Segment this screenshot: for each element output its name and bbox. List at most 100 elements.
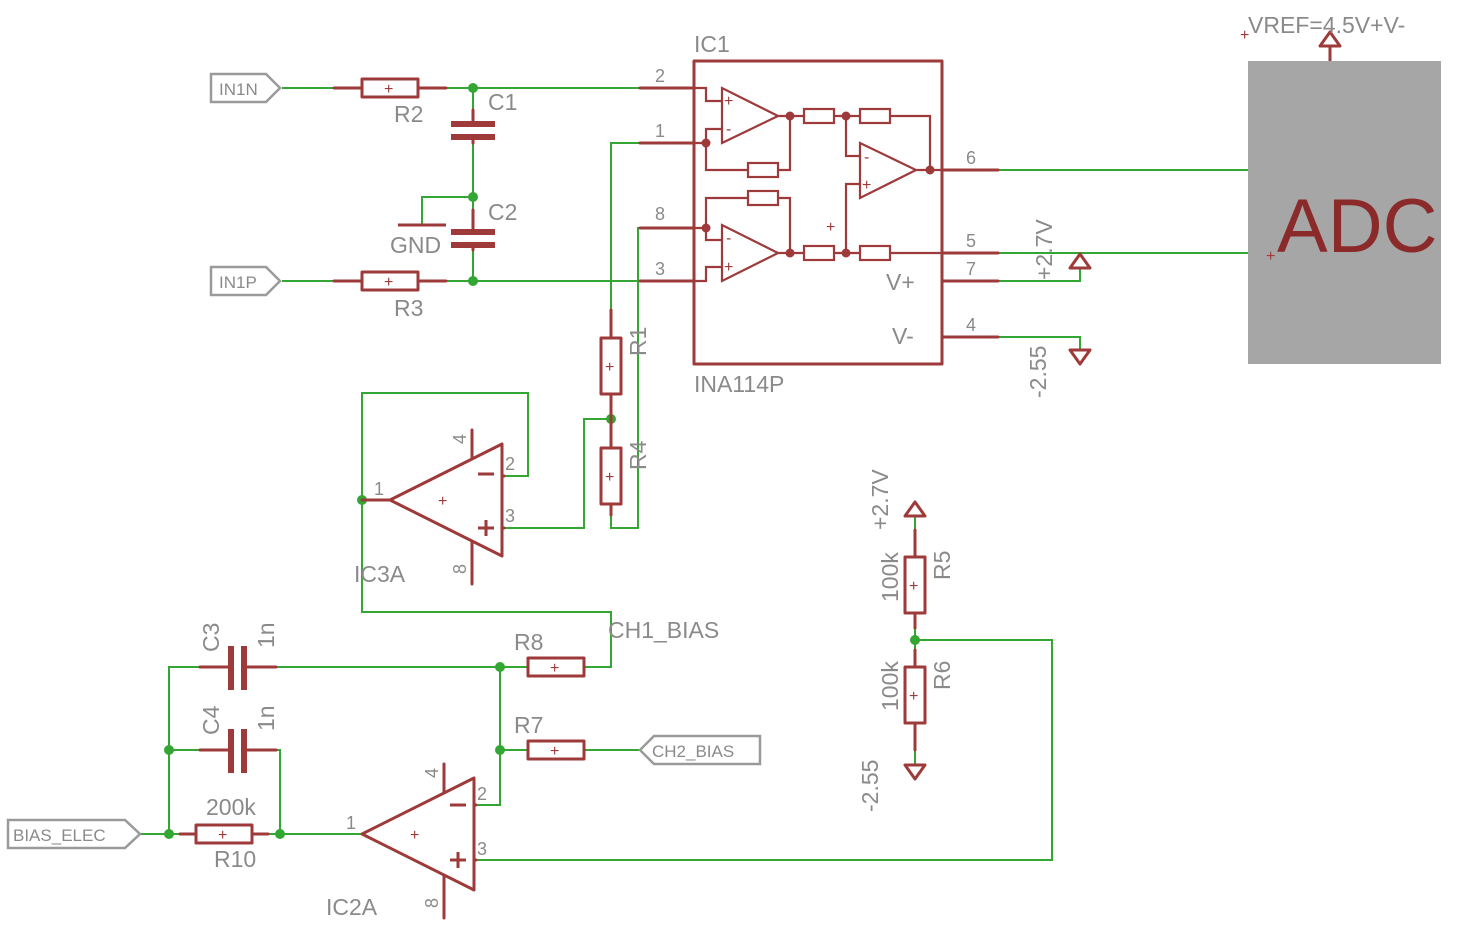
rail-neg-label-divider: -2.55 xyxy=(857,760,883,812)
port-in1p: IN1P xyxy=(209,265,282,297)
svg-text:+: + xyxy=(550,660,559,677)
pin-number: 3 xyxy=(655,259,665,279)
supply-pos-divider xyxy=(903,500,927,518)
ic2a-label: IC2A xyxy=(326,894,378,920)
pin-number: 1 xyxy=(346,813,356,833)
svg-text:+: + xyxy=(1266,248,1275,265)
port-in1n: IN1N xyxy=(209,72,282,104)
ic3a-opamp: + xyxy=(360,428,506,586)
svg-text:-: - xyxy=(726,230,731,247)
adc-label: ADC xyxy=(1277,184,1437,269)
rail-pos-label: +2.7V xyxy=(1031,219,1057,280)
pin-number: 8 xyxy=(450,564,470,574)
r1-label: R1 xyxy=(625,327,651,356)
svg-text:-: - xyxy=(864,149,869,166)
gnd-label: GND xyxy=(390,232,441,258)
junction-dot xyxy=(910,635,920,645)
capacitor-c2 xyxy=(451,208,495,252)
resistor-r3: + xyxy=(332,270,448,292)
c3-label: C3 xyxy=(198,623,224,652)
resistor-r5: + xyxy=(903,528,927,630)
svg-text:+: + xyxy=(384,274,393,291)
pin-number: 4 xyxy=(966,315,976,335)
pin-number: 1 xyxy=(655,121,665,141)
vplus-label: V+ xyxy=(886,269,915,295)
ic2a-opamp: + xyxy=(360,762,478,920)
r10-value-label: 200k xyxy=(206,794,256,820)
svg-text:+: + xyxy=(909,578,918,595)
supply-pos-ic1 xyxy=(1068,252,1092,270)
capacitor-c1 xyxy=(451,108,495,145)
resistor-r2: + xyxy=(332,77,448,99)
svg-text:+: + xyxy=(410,827,419,844)
svg-text:+: + xyxy=(550,743,559,760)
c1-label: C1 xyxy=(488,89,517,115)
wires xyxy=(140,87,1248,861)
capacitor-c4 xyxy=(198,729,278,773)
r10-label: R10 xyxy=(214,846,256,872)
resistor-r1: + xyxy=(599,308,623,421)
pin-numbers: 2 1 8 3 6 5 7 4 1 2 3 4 8 1 2 3 4 8 xyxy=(346,66,976,908)
r3-label: R3 xyxy=(394,295,423,321)
r6-value-label: 100k xyxy=(877,661,903,711)
ina114p-label: INA114P xyxy=(694,371,784,397)
resistor-r6: + xyxy=(903,648,927,752)
r7-label: R7 xyxy=(514,712,543,738)
r8-label: R8 xyxy=(514,629,543,655)
junction-dot xyxy=(164,745,174,755)
svg-text:-: - xyxy=(726,121,731,138)
pin-number: 2 xyxy=(505,454,515,474)
ic1-instrumentation-amp: + - - + - + + xyxy=(638,59,1000,366)
pin-number: 4 xyxy=(450,434,470,444)
svg-text:+: + xyxy=(605,359,614,376)
port-label: CH2_BIAS xyxy=(652,742,734,761)
port-label: IN1N xyxy=(219,80,258,99)
junction-dot xyxy=(495,662,505,672)
r2-label: R2 xyxy=(394,101,423,127)
rail-neg-label: -2.55 xyxy=(1025,346,1051,398)
c4-label: C4 xyxy=(198,705,224,735)
junction-dot xyxy=(468,83,478,93)
capacitor-c3 xyxy=(198,646,278,690)
rail-pos-label-divider: +2.7V xyxy=(867,469,893,530)
c4-value-label: 1n xyxy=(253,705,279,731)
resistor-r7: + xyxy=(526,739,586,761)
junction-dot xyxy=(468,192,478,202)
supply-vref xyxy=(1318,30,1342,63)
svg-text:+: + xyxy=(862,177,871,194)
junction-dot xyxy=(495,745,505,755)
pin-number: 5 xyxy=(966,231,976,251)
ch1-bias-label: CH1_BIAS xyxy=(608,617,719,643)
resistor-r10: + xyxy=(178,823,270,845)
svg-text:+: + xyxy=(909,688,918,705)
pin-number: 3 xyxy=(505,506,515,526)
ic3a-label: IC3A xyxy=(354,561,406,587)
pin-number: 2 xyxy=(655,66,665,86)
svg-text:+: + xyxy=(384,81,393,98)
labels: IC1 INA114P R2 R3 C1 C2 GND IC3A IC2A R8… xyxy=(198,12,1405,920)
svg-text:+: + xyxy=(724,93,733,110)
svg-text:+: + xyxy=(1240,27,1249,44)
svg-text:+: + xyxy=(605,469,614,486)
r4-label: R4 xyxy=(625,440,651,470)
pin-number: 8 xyxy=(422,898,442,908)
r6-label: R6 xyxy=(929,661,955,690)
supply-neg-divider xyxy=(903,763,927,781)
vminus-label: V- xyxy=(892,323,914,349)
c3-value-label: 1n xyxy=(253,622,279,648)
port-bias-elec: BIAS_ELEC xyxy=(6,818,142,850)
pin-number: 3 xyxy=(477,839,487,859)
pin-number: 4 xyxy=(422,768,442,778)
junction-dot xyxy=(275,829,285,839)
pin-number: 7 xyxy=(966,259,976,279)
pin-number: 8 xyxy=(655,204,665,224)
adc-block: ADC + xyxy=(1248,61,1441,364)
vref-label: VREF=4.5V+V- xyxy=(1248,12,1405,38)
port-label: IN1P xyxy=(219,273,257,292)
svg-text:+: + xyxy=(218,827,227,844)
resistor-r8: + xyxy=(526,656,586,678)
pin-number: 6 xyxy=(966,148,976,168)
junction-dot xyxy=(164,829,174,839)
pin-number: 1 xyxy=(374,479,384,499)
